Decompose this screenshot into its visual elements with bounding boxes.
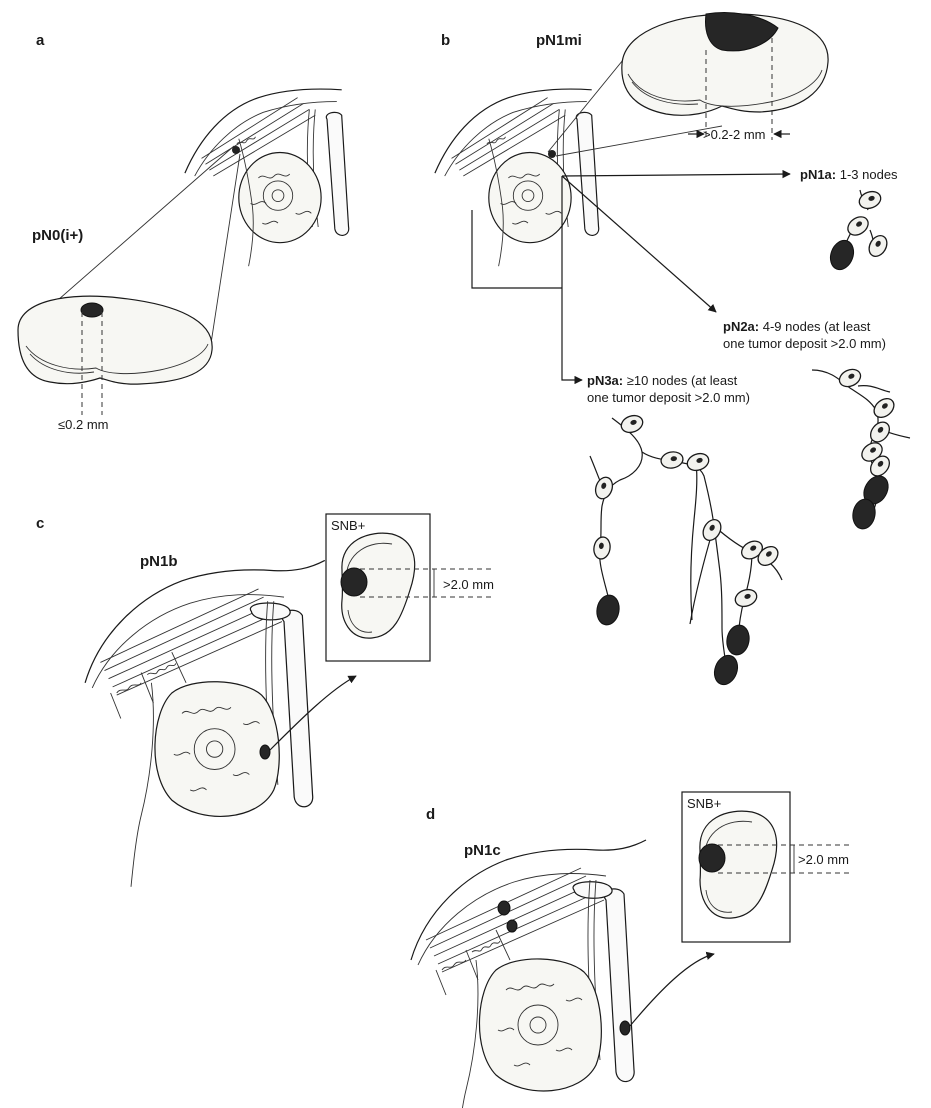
enlarged-node-b — [622, 13, 828, 140]
arrow-pn1a — [562, 174, 790, 176]
arrow-d — [630, 954, 714, 1026]
measure-label-d: >2.0 mm — [798, 852, 849, 867]
enlarged-node-a — [18, 296, 212, 415]
label-pn3a-line2: one tumor deposit >2.0 mm) — [587, 390, 750, 405]
node-chain-pn3a — [590, 413, 782, 688]
stage-label-pn0: pN0(i+) — [32, 227, 83, 244]
internal-mammary-node-c — [260, 745, 270, 759]
macrometastasis-d — [699, 844, 725, 872]
anatomy-illustration-d — [411, 840, 646, 1108]
label-pn2a: pN2a: 4-9 nodes (at least — [723, 319, 871, 334]
panel-letter-b: b — [441, 32, 450, 49]
stage-label-pn1b: pN1b — [140, 553, 178, 570]
axillary-node-d2 — [507, 920, 517, 932]
stage-label-pn1mi: pN1mi — [536, 32, 582, 49]
label-pn2a-line2: one tumor deposit >2.0 mm) — [723, 336, 886, 351]
panel-letter-a: a — [36, 32, 45, 49]
anatomy-illustration-c — [85, 560, 325, 886]
anatomy-illustration-a — [185, 89, 349, 266]
anatomy-illustration-b — [435, 89, 599, 266]
arrow-pn2a — [562, 176, 716, 312]
isolated-tumor-cells — [81, 303, 103, 317]
snb-label-d: SNB+ — [687, 796, 721, 811]
label-pn3a: pN3a: ≥10 nodes (at least — [587, 373, 738, 388]
snb-label-c: SNB+ — [331, 518, 365, 533]
node-chain-pn2a — [812, 366, 910, 531]
panel-letter-c: c — [36, 515, 44, 532]
stage-label-pn1c: pN1c — [464, 842, 501, 859]
panel-b: b pN1mi >0.2-2 mm pN1a: 1-3 nodes pN2a: … — [435, 13, 910, 688]
snb-box-d: SNB+ — [682, 792, 852, 942]
internal-mammary-node-d — [620, 1021, 630, 1035]
measure-label-c: >2.0 mm — [443, 577, 494, 592]
node-chain-pn1a — [827, 189, 891, 273]
panel-c: c pN1b SNB+ >2.0 mm — [36, 514, 494, 887]
label-pn1a: pN1a: 1-3 nodes — [800, 167, 898, 182]
panel-letter-d: d — [426, 806, 435, 823]
arrow-c — [270, 676, 356, 750]
macrometastasis-c — [341, 568, 367, 596]
axillary-node-d — [498, 901, 510, 915]
panel-d: d pN1c SNB+ >2.0 mm — [411, 792, 852, 1108]
measure-label-b: >0.2-2 mm — [703, 127, 766, 142]
panel-a: a pN0(i+) ≤0.2 mm — [18, 32, 349, 432]
measure-label-a: ≤0.2 mm — [58, 417, 108, 432]
